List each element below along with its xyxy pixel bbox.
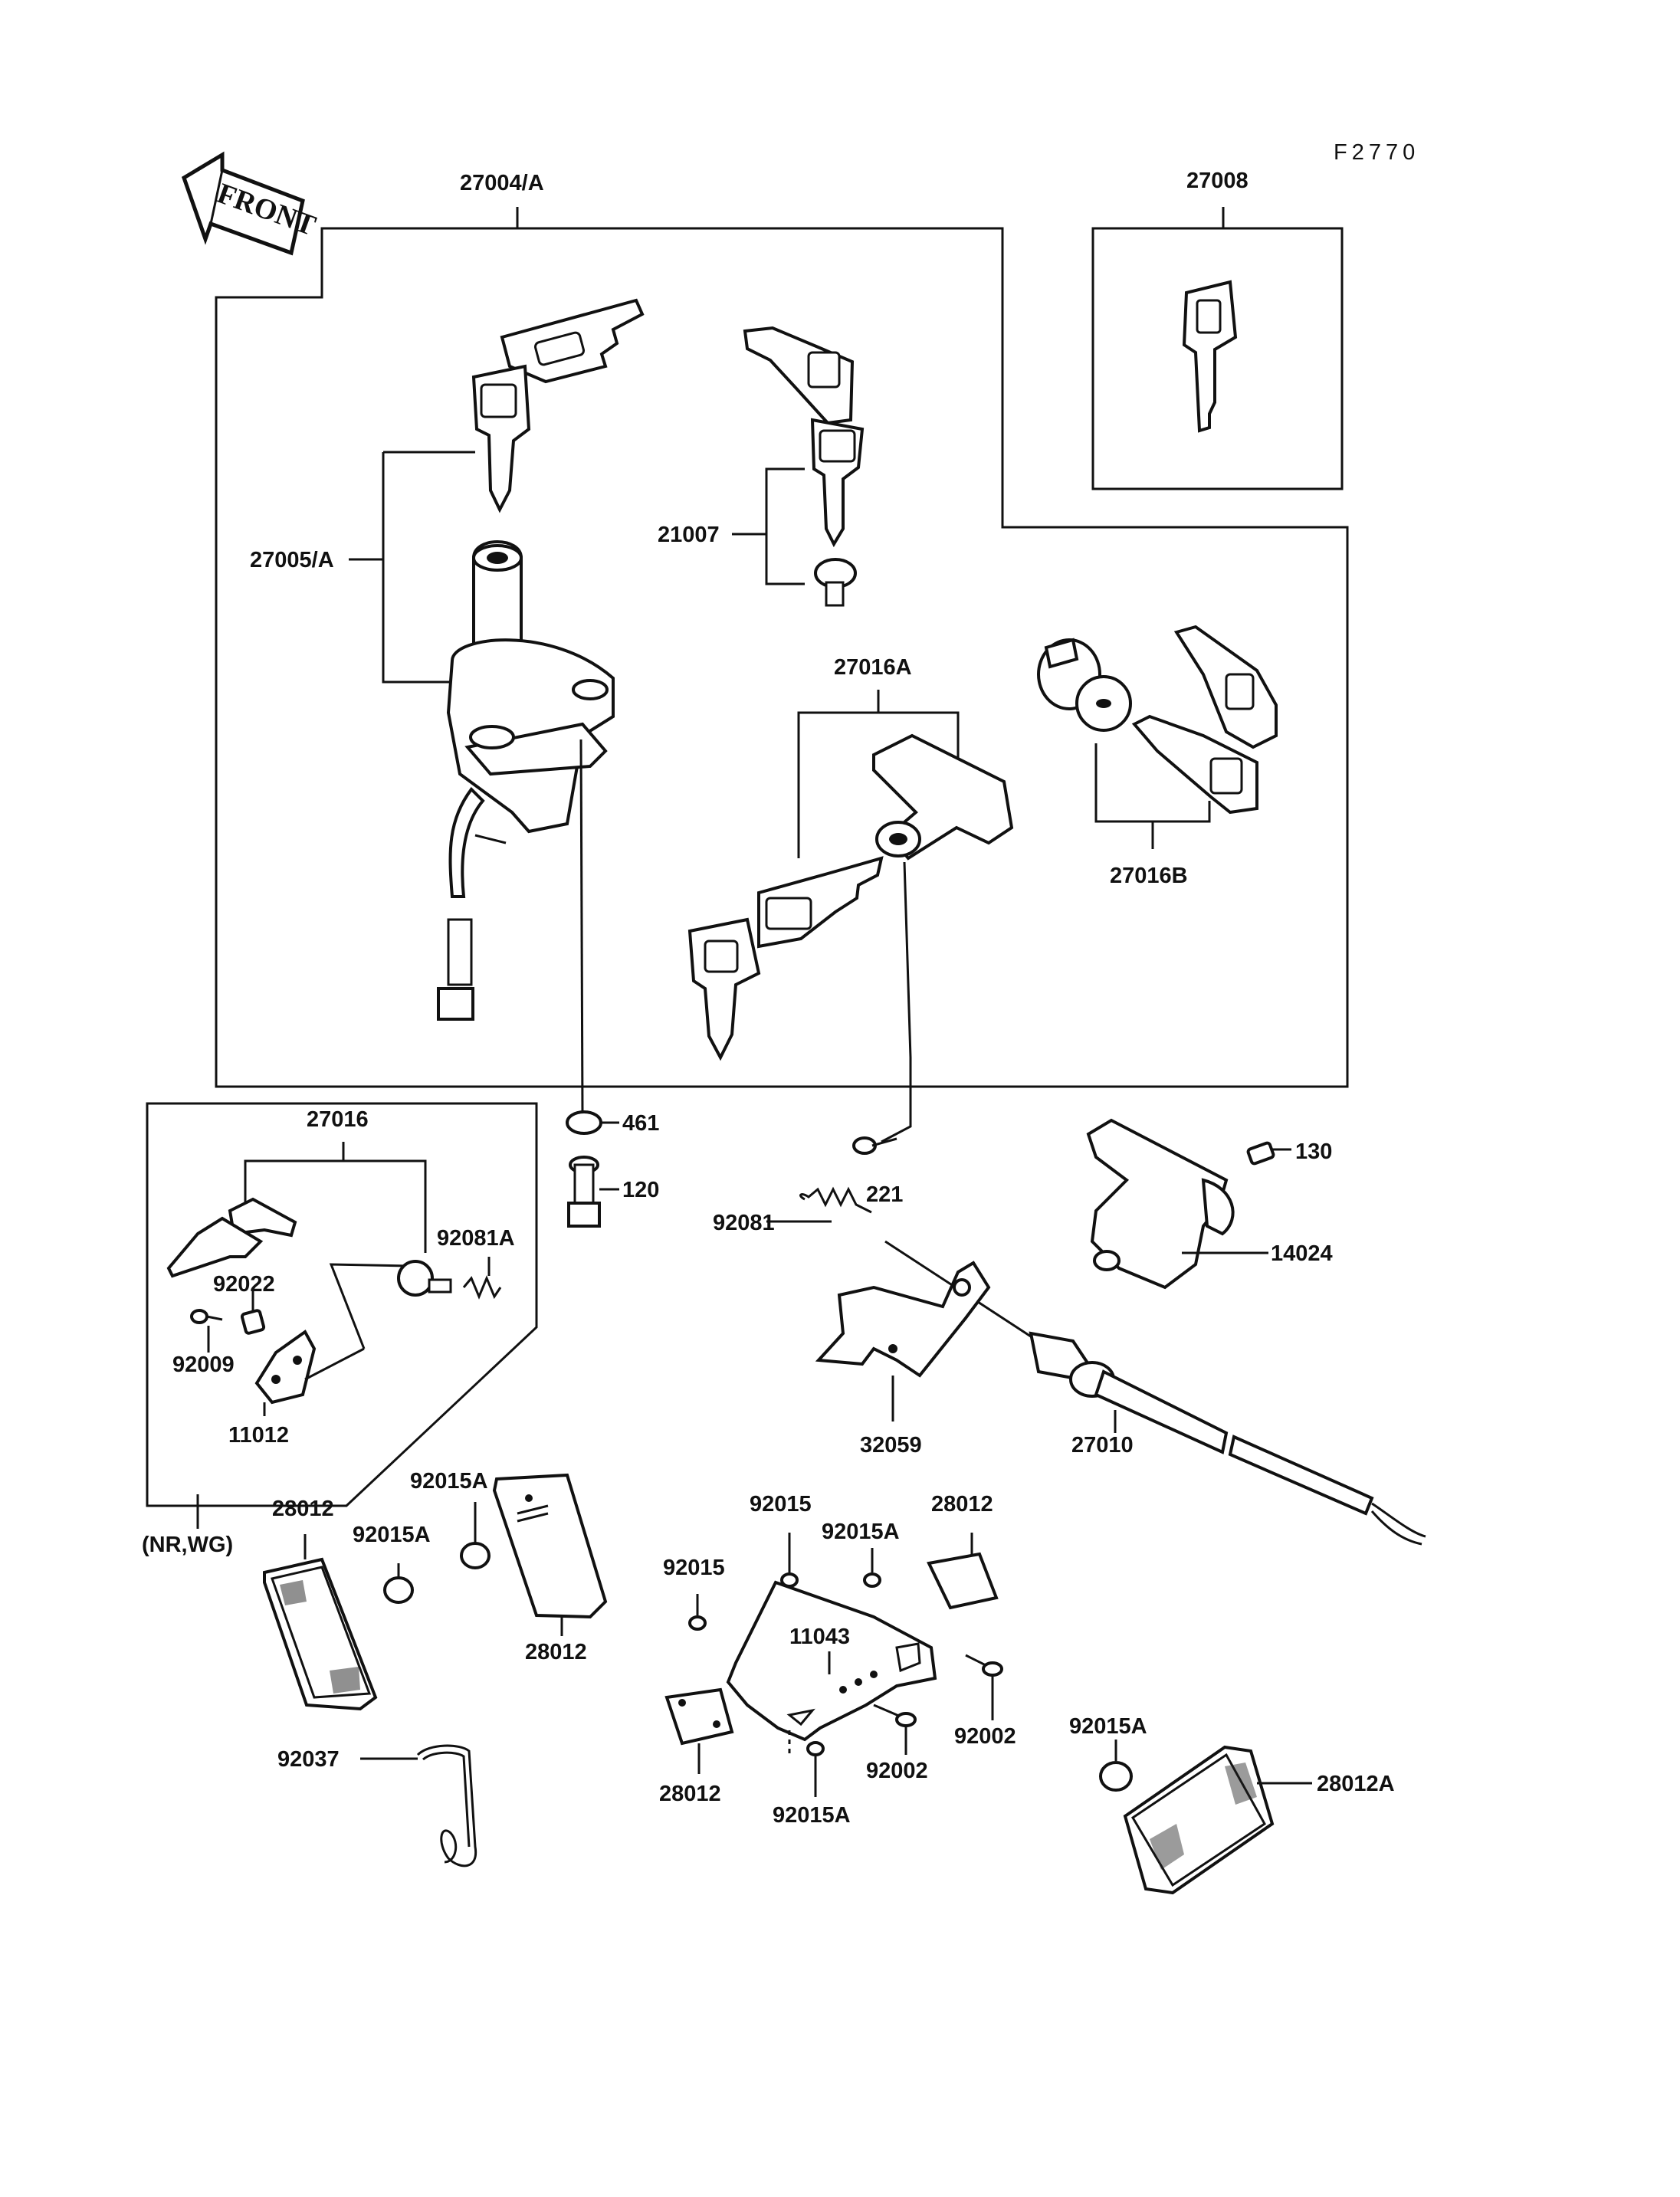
screw-icon <box>852 1136 897 1155</box>
reflector-icon <box>492 1473 608 1619</box>
label-92015a-b: 92015A <box>410 1469 488 1494</box>
seat-lock-icon <box>872 733 1014 861</box>
label-21007: 21007 <box>658 523 720 547</box>
lock-keys-icon <box>166 1197 297 1278</box>
nut-icon <box>863 1572 881 1588</box>
label-28012a: 28012A <box>1317 1772 1395 1796</box>
outline-27016 <box>146 1102 538 1507</box>
label-92002-a: 92002 <box>954 1724 1016 1749</box>
spring-icon <box>799 1186 872 1214</box>
outline-27008 <box>1091 227 1344 490</box>
label-92015a-c: 92015A <box>822 1520 900 1544</box>
label-27010: 27010 <box>1071 1433 1134 1458</box>
label-120: 120 <box>622 1178 659 1202</box>
label-92015a-a: 92015A <box>353 1523 431 1547</box>
nut-icon <box>806 1741 825 1756</box>
nut-icon <box>1099 1761 1133 1792</box>
spring-icon <box>462 1275 502 1300</box>
label-92015-a: 92015 <box>750 1492 812 1517</box>
lock-plate-icon <box>254 1330 317 1405</box>
label-28012-bottom: 28012 <box>659 1782 721 1806</box>
label-92002-b: 92002 <box>866 1759 928 1783</box>
label-28012-left: 28012 <box>272 1497 334 1521</box>
license-bracket-icon <box>726 1580 937 1742</box>
front-arrow-icon: FRONT <box>181 151 320 256</box>
screw-icon <box>873 1703 917 1727</box>
lock-cylinder-keys-icon <box>1037 625 1278 815</box>
label-14024: 14024 <box>1271 1241 1333 1266</box>
screw-icon <box>965 1654 1003 1677</box>
reflector-icon <box>1123 1745 1275 1895</box>
label-92081a: 92081A <box>437 1226 515 1251</box>
label-92015-b: 92015 <box>663 1556 725 1580</box>
label-92037: 92037 <box>277 1747 340 1772</box>
label-27005a: 27005/A <box>250 548 334 572</box>
label-27004a: 27004/A <box>460 171 544 195</box>
label-28012-mid: 28012 <box>525 1640 587 1664</box>
helmet-lock-keys-icon <box>743 326 865 607</box>
screw-icon <box>190 1309 223 1324</box>
label-221: 221 <box>866 1182 903 1207</box>
label-27008: 27008 <box>1186 169 1249 193</box>
ignition-keys-icon <box>471 298 645 513</box>
nut-icon <box>688 1615 707 1631</box>
switch-cover-icon <box>1086 1118 1235 1290</box>
washer-icon <box>566 1110 602 1135</box>
label-27016a: 27016A <box>834 655 912 680</box>
reflector-icon <box>263 1557 378 1711</box>
reflector-icon <box>927 1552 999 1610</box>
label-92022: 92022 <box>213 1272 275 1297</box>
label-92015a-d: 92015A <box>773 1803 851 1828</box>
nut-icon <box>240 1309 266 1335</box>
label-27016b: 27016B <box>1110 864 1188 888</box>
key-icon <box>1182 280 1238 433</box>
label-27016: 27016 <box>307 1107 369 1132</box>
nut-icon <box>780 1572 799 1588</box>
lock-cylinder-icon <box>397 1260 452 1297</box>
label-130: 130 <box>1295 1139 1332 1164</box>
label-11043: 11043 <box>789 1625 850 1649</box>
label-11012: 11012 <box>228 1423 289 1448</box>
label-92009: 92009 <box>172 1353 235 1377</box>
label-92081: 92081 <box>713 1211 775 1235</box>
wire-clip-icon <box>416 1744 477 1867</box>
seat-lock-keys-icon <box>687 856 884 1061</box>
label-92015a-e: 92015A <box>1069 1714 1147 1739</box>
label-461: 461 <box>622 1111 659 1136</box>
ignition-switch-icon <box>437 540 615 1021</box>
bolt-icon <box>567 1156 601 1228</box>
label-28012-right: 28012 <box>931 1492 993 1517</box>
switch-bracket-icon <box>815 1261 991 1378</box>
variant-note: (NR,WG) <box>142 1533 233 1557</box>
screw-icon <box>1246 1141 1291 1166</box>
label-32059: 32059 <box>860 1433 922 1458</box>
drawing-code: F2770 <box>1334 140 1419 165</box>
nut-icon <box>383 1576 414 1604</box>
switch-cable-icon <box>1029 1331 1426 1546</box>
nut-icon <box>460 1542 491 1569</box>
reflector-icon <box>664 1687 734 1746</box>
